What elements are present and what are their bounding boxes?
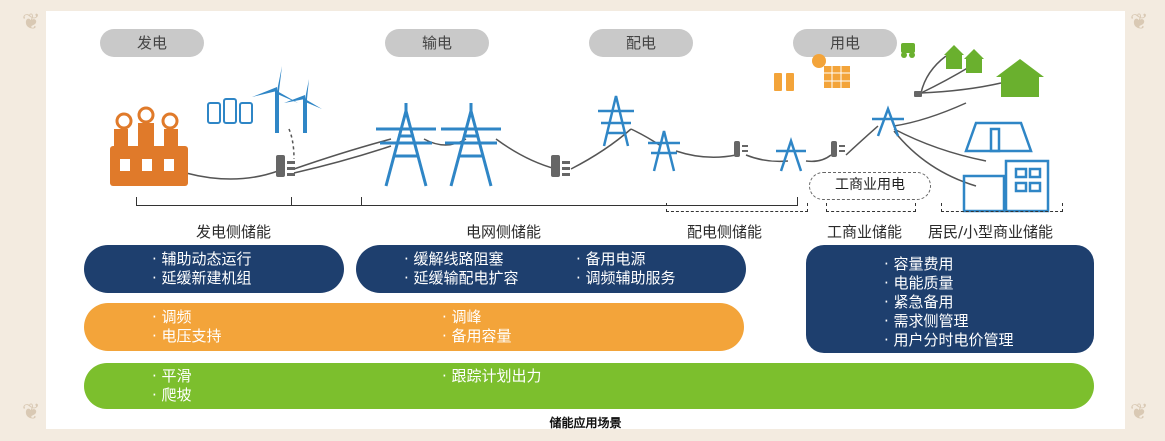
band-navy-item: · 电能质量 xyxy=(884,274,954,292)
label-grid-side: 电网侧储能 xyxy=(466,223,542,241)
industrial-icon xyxy=(962,121,1050,213)
bracket-grid xyxy=(291,197,798,206)
band-green: · 平滑 · 爬坡 · 跟踪计划出力 xyxy=(84,363,1094,409)
band-navy-item: · 延缓输配电扩容 xyxy=(404,269,519,287)
frame-ornament-bottom-right: ❦ xyxy=(1130,400,1149,425)
band-green-item: · 平滑 xyxy=(152,367,192,385)
stage-distribution: 配电 xyxy=(589,29,693,57)
bracket-commercial xyxy=(826,203,916,212)
band-green-item: · 跟踪计划出力 xyxy=(442,367,542,385)
band-navy-item: · 延缓新建机组 xyxy=(152,269,252,287)
label-generation-side: 发电侧储能 xyxy=(196,223,272,241)
bracket-residential xyxy=(941,203,1063,212)
band-navy-item: · 辅助动态运行 xyxy=(152,250,252,268)
bracket-generation xyxy=(136,197,362,206)
industrial-power-box: 工商业用电 xyxy=(809,172,931,200)
band-navy-consumer: · 容量费用 · 电能质量 · 紧急备用 · 需求侧管理 · 用户分时电价管理 xyxy=(806,245,1094,353)
band-navy-item: · 容量费用 xyxy=(884,255,954,273)
diagram-canvas: 发电 输电 配电 用电 xyxy=(46,11,1125,430)
frame-ornament-top-left: ❦ xyxy=(22,10,41,35)
label-commercial: 工商业储能 xyxy=(827,223,903,241)
wind-turbine-icon xyxy=(252,66,322,133)
figure-caption: 储能应用场景 xyxy=(549,416,622,430)
band-green-item: · 爬坡 xyxy=(152,386,192,404)
stage-consumption: 用电 xyxy=(793,29,897,57)
storage-unit-icon xyxy=(276,91,922,177)
band-navy-generation: · 辅助动态运行 · 延缓新建机组 xyxy=(84,245,344,293)
solar-panel-icon xyxy=(774,54,850,91)
band-navy-item: · 需求侧管理 xyxy=(884,312,969,330)
band-orange: · 调频 · 电压支持 · 调峰 · 备用容量 xyxy=(84,303,744,351)
band-navy-item: · 调频辅助服务 xyxy=(576,269,676,287)
band-navy-item: · 缓解线路阻塞 xyxy=(404,250,504,268)
band-orange-item: · 电压支持 xyxy=(152,327,222,345)
frame-ornament-bottom-left: ❦ xyxy=(22,400,41,425)
distribution-tower-icon xyxy=(598,95,904,172)
power-chain-illustration xyxy=(110,43,1050,213)
stage-generation: 发电 xyxy=(100,29,204,57)
bracket-distribution xyxy=(666,203,808,212)
band-orange-item: · 调频 xyxy=(152,308,192,326)
label-residential: 居民/小型商业储能 xyxy=(928,223,1054,241)
band-navy-item: · 用户分时电价管理 xyxy=(884,331,1014,349)
band-orange-item: · 调峰 xyxy=(442,308,482,326)
residential-icon xyxy=(901,43,1044,97)
band-navy-grid: · 缓解线路阻塞 · 延缓输配电扩容 · 备用电源 · 调频辅助服务 xyxy=(356,245,746,293)
label-distribution-side: 配电侧储能 xyxy=(687,223,763,241)
transmission-tower-icon xyxy=(376,103,501,187)
band-navy-item: · 备用电源 xyxy=(576,250,646,268)
band-orange-item: · 备用容量 xyxy=(442,327,512,345)
frame-ornament-top-right: ❦ xyxy=(1130,10,1149,35)
band-navy-item: · 紧急备用 xyxy=(884,293,954,311)
stage-transmission: 输电 xyxy=(385,29,489,57)
power-plant-icon xyxy=(110,106,188,186)
battery-icon xyxy=(207,98,253,124)
